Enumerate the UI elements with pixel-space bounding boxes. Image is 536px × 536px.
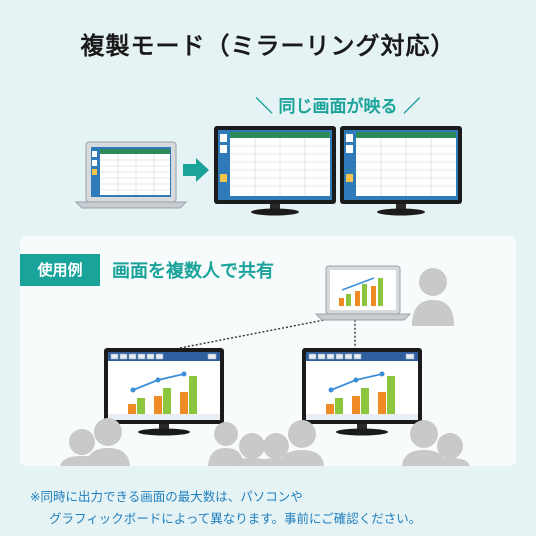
example-headline: 画面を複数人で共有 bbox=[112, 261, 274, 282]
connector-line bbox=[179, 313, 356, 349]
mirror-subhead: ＼ 同じ画面が映る ／ bbox=[255, 97, 421, 117]
monitor-icon bbox=[302, 348, 422, 436]
footnote-line-2: グラフィックボードによって異なります。事前にご確認ください。 bbox=[49, 511, 422, 526]
bar-chart-icon bbox=[339, 298, 344, 306]
footnote-line-1: ※同時に出力できる画面の最大数は、パソコンや bbox=[30, 489, 303, 504]
sharing-illustration bbox=[60, 265, 470, 466]
bar-chart-icon bbox=[128, 404, 136, 414]
monitor-icon bbox=[214, 126, 336, 216]
footnote: ※同時に出力できる画面の最大数は、パソコンや グラフィックボードによって異なりま… bbox=[30, 486, 530, 530]
arrow-right-icon bbox=[183, 158, 209, 182]
page-title: 複製モード（ミラーリング対応） bbox=[80, 32, 456, 60]
person-icon bbox=[280, 420, 324, 466]
person-icon bbox=[430, 433, 470, 466]
laptop-icon bbox=[314, 265, 412, 321]
laptop-icon bbox=[74, 141, 188, 209]
monitor-icon bbox=[104, 348, 224, 436]
person-icon bbox=[86, 418, 130, 466]
example-badge: 使用例 bbox=[20, 254, 100, 286]
mirroring-illustration bbox=[74, 126, 462, 216]
bar-chart-icon bbox=[326, 404, 334, 414]
person-icon bbox=[208, 422, 244, 466]
monitor-icon bbox=[340, 126, 462, 216]
person-icon bbox=[412, 268, 454, 326]
